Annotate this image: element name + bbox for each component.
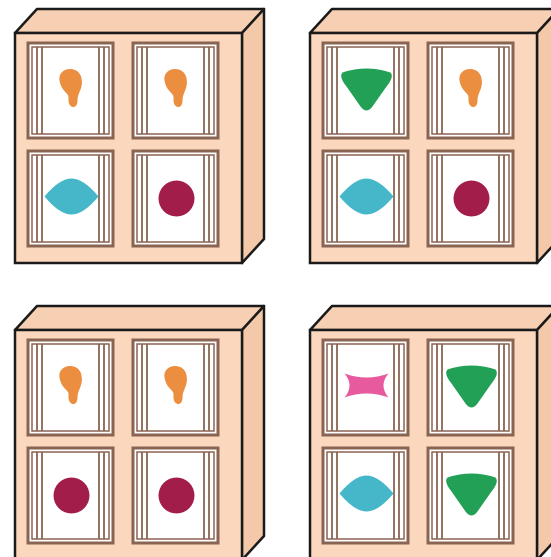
box-top-face — [310, 306, 551, 330]
window-cell — [428, 448, 513, 543]
box-top-face — [15, 9, 264, 33]
window-cell — [133, 151, 218, 246]
window-cell — [323, 340, 408, 435]
window-cell — [133, 340, 218, 435]
window-cell — [133, 43, 218, 138]
window-cell — [28, 43, 113, 138]
box-top-face — [310, 9, 551, 33]
window-cell — [428, 151, 513, 246]
box-top-face — [15, 306, 264, 330]
box-side-face — [242, 306, 264, 557]
window-cell — [323, 448, 408, 543]
window-cell — [323, 151, 408, 246]
box-bottom-left — [15, 306, 264, 557]
window-cell — [133, 448, 218, 543]
window-cell — [428, 43, 513, 138]
window-cell — [28, 340, 113, 435]
box-top-right — [310, 9, 551, 263]
maroon-circle-icon — [159, 478, 195, 514]
maroon-circle-icon — [159, 181, 195, 217]
box-side-face — [537, 9, 551, 263]
window-cell — [28, 151, 113, 246]
maroon-circle-icon — [454, 181, 490, 217]
box-top-left — [15, 9, 264, 263]
window-cell — [323, 43, 408, 138]
maroon-circle-icon — [54, 478, 90, 514]
box-side-face — [242, 9, 264, 263]
box-bottom-right — [310, 306, 551, 557]
box-side-face — [537, 306, 551, 557]
window-cell — [428, 340, 513, 435]
window-cell — [28, 448, 113, 543]
